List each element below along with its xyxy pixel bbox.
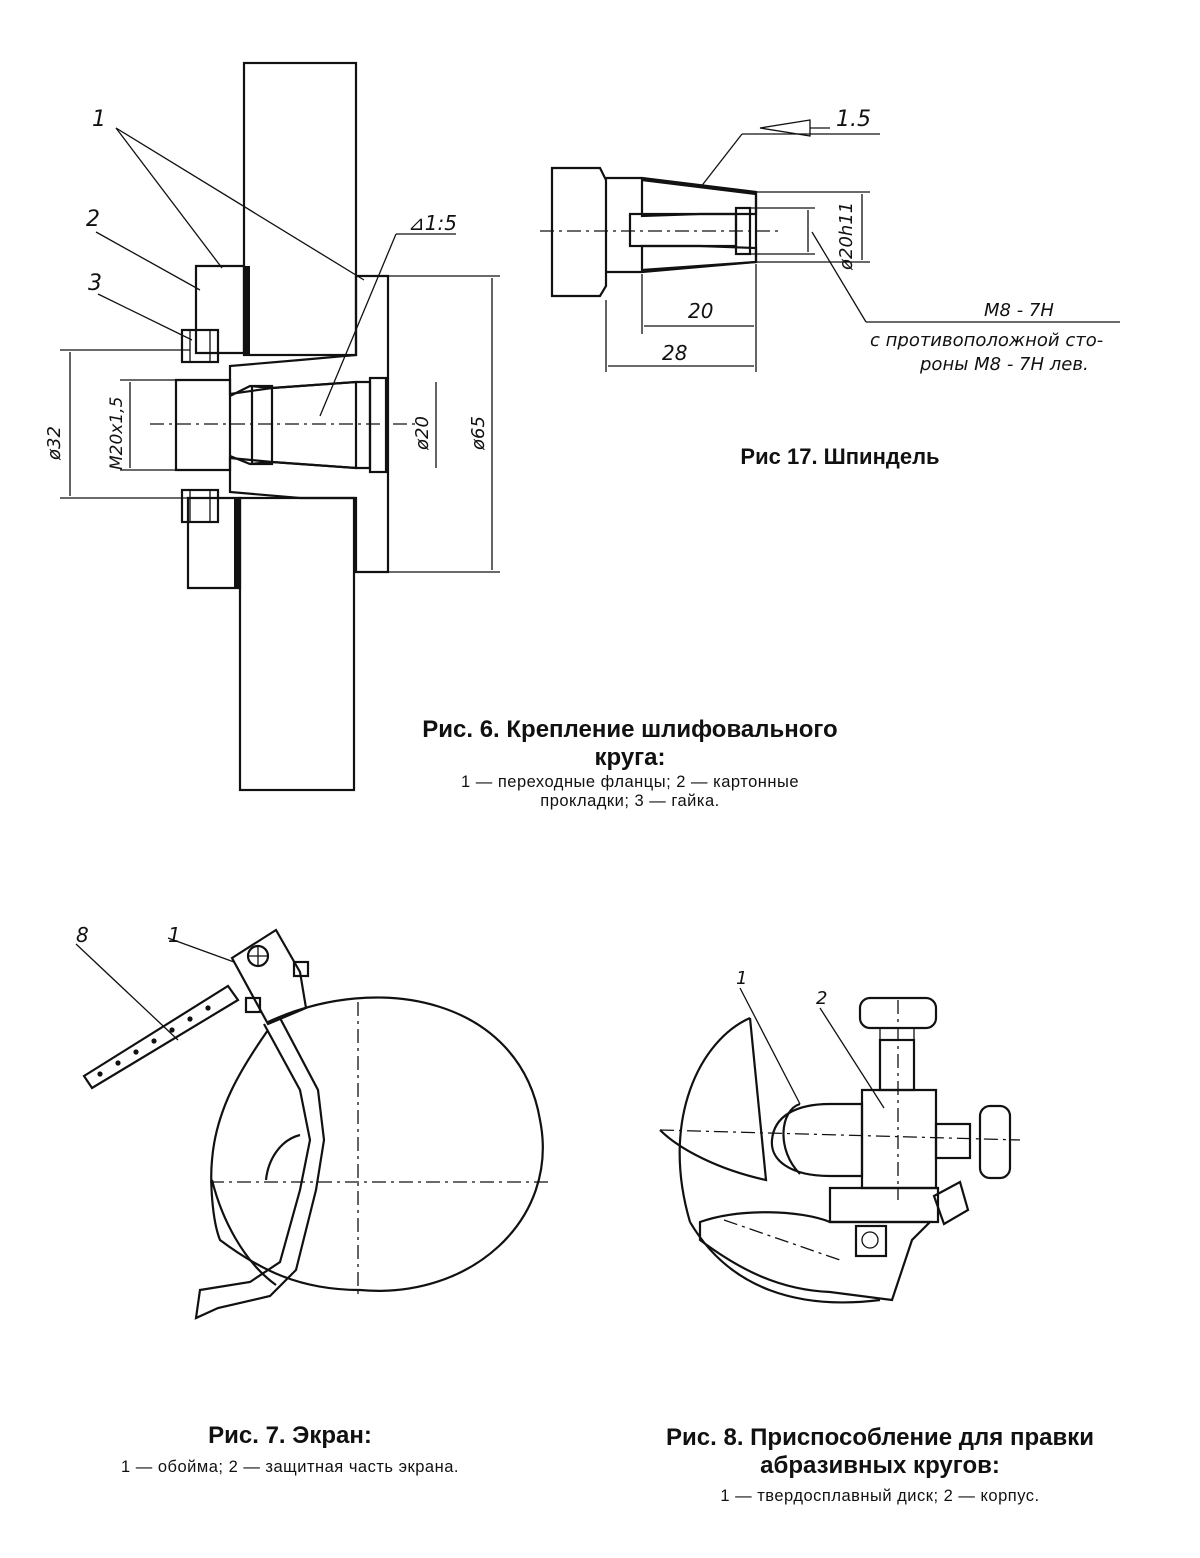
- fig6-title: Рис. 6. Крепление шлифовального: [422, 716, 838, 743]
- fig7-callout-1: 1: [168, 923, 181, 947]
- guard-outline: [210, 996, 544, 1292]
- fig8-legend: 1 — твердосплавный диск; 2 — корпус.: [720, 1486, 1040, 1505]
- fig6-drawing: [60, 61, 500, 792]
- nut-top: [180, 328, 220, 364]
- fig7-callout-8: 8: [76, 923, 89, 947]
- fig17-drawing: [540, 119, 1120, 372]
- hard-alloy-disk: [770, 1102, 864, 1178]
- fig6-dim-d65: ø65: [468, 416, 489, 451]
- fig6-callout-3: 3: [88, 271, 102, 296]
- nut-bottom: [180, 488, 220, 524]
- fig17-title: Рис 17. Шпиндель: [740, 444, 940, 469]
- fig8-title: Рис. 8. Приспособление для правки: [666, 1424, 1094, 1451]
- fig17-dim-28: 28: [662, 341, 687, 365]
- fig7-drawing: [75, 928, 552, 1320]
- fig6-title-2: круга:: [594, 744, 666, 772]
- dresser-body: [828, 1186, 940, 1224]
- dresser-base: [698, 1211, 933, 1302]
- perforated-bar: [82, 984, 240, 1090]
- spindle-collar: [550, 166, 608, 298]
- fig17-note-thread: M8 - 7H: [984, 300, 1054, 321]
- fig17-taper-label: 1.5: [836, 107, 871, 132]
- side-knob: [978, 1104, 1012, 1180]
- fig6-taper-label: ⊿1:5: [408, 211, 457, 235]
- fig7-legend: 1 — обойма; 2 — защитная часть экрана.: [121, 1458, 459, 1477]
- fig17-note-left: роны M8 - 7H лев.: [919, 354, 1089, 375]
- abrasive-wheel-bottom: [238, 496, 356, 792]
- fig6-callout-2: 2: [86, 207, 100, 232]
- right-flange-hub: [228, 274, 390, 574]
- fig6-caption: Рис. 6. Крепление шлифовального круга: 1…: [380, 716, 880, 812]
- fig6-legend-1: 1 — переходные фланцы; 2 — картонные: [460, 772, 800, 791]
- fig6-dim-m20: M20x1,5: [107, 397, 127, 470]
- fig7-caption: Рис. 7. Экран: 1 — обойма; 2 — защитная …: [30, 1422, 550, 1478]
- fig8-drawing: [659, 987, 1021, 1304]
- fig6-dim-d32: ø32: [44, 426, 65, 461]
- wheel-segment: [659, 1016, 768, 1223]
- clamp-bracket: [230, 928, 308, 1026]
- fig6-dim-d20: ø20: [412, 416, 433, 451]
- fig6-legend-2: прокладки; 3 — гайка.: [540, 792, 720, 811]
- fig6-callout-1: 1: [92, 107, 106, 132]
- fig8-callout-1: 1: [736, 968, 747, 989]
- spindle-taper: [606, 176, 758, 274]
- left-flange-bottom: [186, 496, 242, 590]
- fig17-note-opposite: с противоположной сто-: [870, 330, 1103, 351]
- fig17-dim-d20h11: ø20h11: [836, 202, 857, 271]
- fig8-caption: Рис. 8. Приспособление для правки абрази…: [600, 1424, 1160, 1506]
- fig7-title: Рис. 7. Экран:: [208, 1422, 372, 1449]
- fig8-title-2: абразивных кругов:: [760, 1452, 1000, 1480]
- fig17-caption: Рис 17. Шпиндель: [700, 444, 980, 470]
- abrasive-wheel-top: [242, 61, 358, 357]
- guard-shield-strip: [194, 1017, 326, 1320]
- fig8-callout-2: 2: [816, 988, 827, 1009]
- left-flange-top: [194, 264, 246, 355]
- fig17-dim-20: 20: [688, 299, 713, 323]
